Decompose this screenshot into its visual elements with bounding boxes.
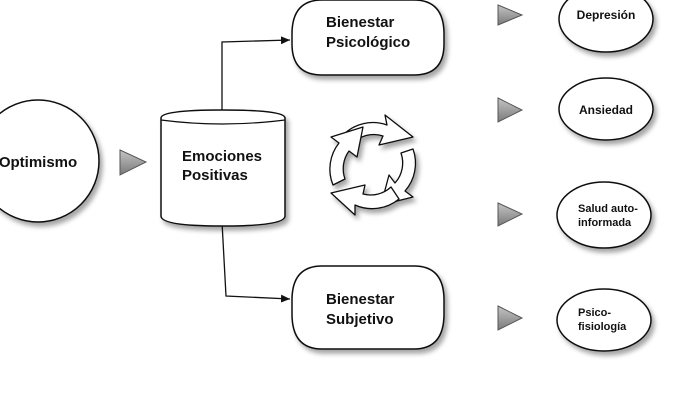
- node-salud-label-2: informada: [578, 217, 632, 229]
- node-depresion-label: Depresión: [577, 8, 636, 22]
- node-salud-autoinformada: Salud auto- informada: [556, 181, 652, 249]
- node-emociones-label-1: Emociones: [182, 148, 262, 165]
- node-optimismo-label: Optimismo: [0, 154, 77, 171]
- node-emociones-label-2: Positivas: [182, 167, 248, 184]
- connector-emociones-to-bienestar-psicologico: [221, 36, 291, 117]
- node-emociones-positivas: [160, 109, 286, 227]
- node-bienestar-subjetivo: Bienestar Subjetivo: [291, 265, 445, 350]
- node-ansiedad: Ansiedad: [558, 77, 654, 141]
- pointer-triangle-icon: [119, 149, 148, 176]
- pointer-depresion-icon: [497, 4, 524, 26]
- node-bienestar-psicologico: Bienestar Psicológico: [291, 0, 445, 76]
- node-psico-label-1: Psico-: [578, 307, 611, 319]
- node-bien-psico-label-1: Bienestar: [326, 14, 395, 31]
- pointer-ansiedad-icon: [497, 97, 524, 123]
- node-optimismo: Optimismo: [0, 99, 100, 223]
- node-bien-subj-label-1: Bienestar: [326, 291, 395, 308]
- node-salud-label-1: Salud auto-: [578, 203, 638, 215]
- node-psicofisiologia: Psico- fisiología: [556, 288, 652, 352]
- node-bien-subj-label-2: Subjetivo: [326, 311, 394, 328]
- node-psico-label-2: fisiología: [578, 321, 627, 333]
- pointer-psico-icon: [497, 305, 524, 331]
- node-bien-psico-label-2: Psicológico: [326, 34, 410, 51]
- refresh-cycle-icon: [329, 114, 417, 216]
- node-depresion: Depresión: [558, 0, 654, 53]
- node-ansiedad-label: Ansiedad: [579, 103, 633, 117]
- connector-emociones-to-bienestar-subjetivo: [221, 221, 291, 303]
- pointer-salud-icon: [497, 202, 524, 227]
